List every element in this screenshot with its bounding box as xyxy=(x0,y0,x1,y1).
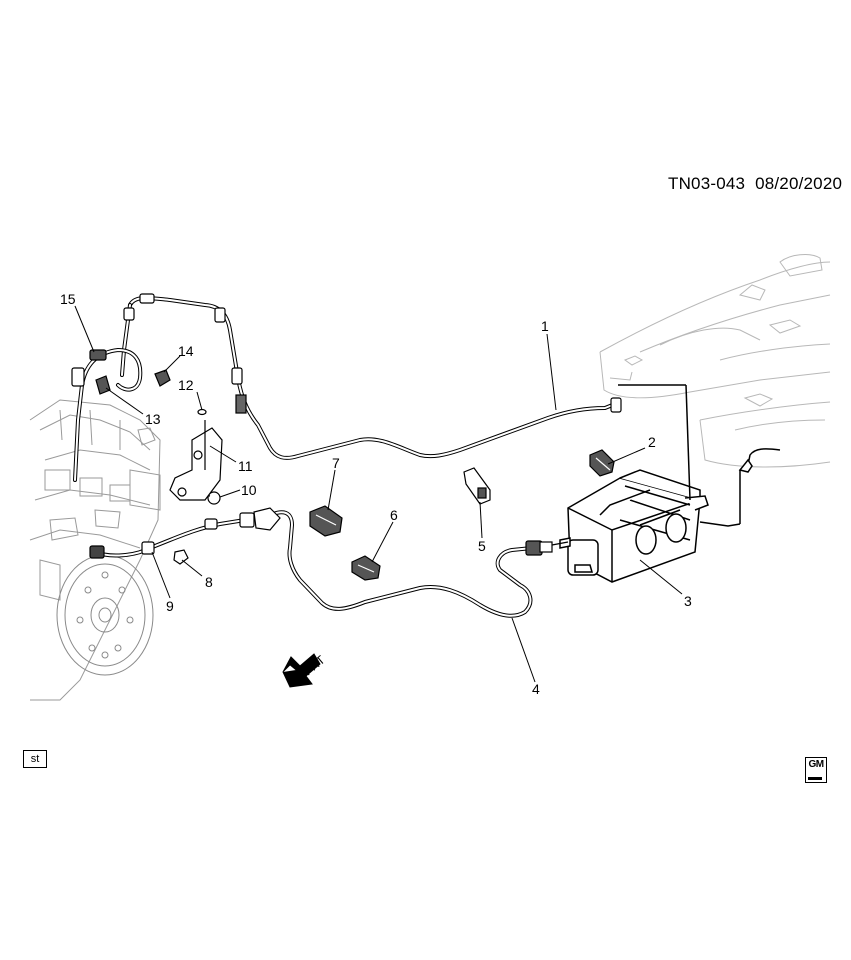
part-6-clip xyxy=(351,555,381,581)
callout-7: 7 xyxy=(332,455,340,471)
part-5-clip xyxy=(463,467,491,505)
callout-5: 5 xyxy=(478,538,486,554)
callout-13: 13 xyxy=(145,411,161,427)
callout-3: 3 xyxy=(684,593,692,609)
engine-assembly xyxy=(29,399,161,701)
diagram-date: 08/20/2020 xyxy=(755,174,843,193)
callout-12: 12 xyxy=(178,377,194,393)
callout-labels: 1 2 3 4 5 6 7 8 9 10 11 12 13 14 15 xyxy=(60,291,692,697)
gm-logo: GM xyxy=(805,757,827,783)
callout-2: 2 xyxy=(648,434,656,450)
hose-9 xyxy=(93,518,247,558)
flywheel xyxy=(56,554,154,676)
callout-10: 10 xyxy=(241,482,257,498)
callout-9: 9 xyxy=(166,598,174,614)
part-14-clip xyxy=(154,369,171,387)
canister-pipe-4 xyxy=(260,510,534,618)
fuel-tank xyxy=(599,254,831,468)
callout-4: 4 xyxy=(532,681,540,697)
callout-1: 1 xyxy=(541,318,549,334)
callout-6: 6 xyxy=(390,507,398,523)
evap-canister-3 xyxy=(559,469,741,583)
part-11-bracket xyxy=(169,420,223,501)
callout-11: 11 xyxy=(238,458,253,474)
callout-14: 14 xyxy=(178,343,194,359)
part-12-seal xyxy=(197,408,207,416)
callout-8: 8 xyxy=(205,574,213,590)
front-direction-arrow: FRT xyxy=(282,652,328,688)
footer-tag: st xyxy=(23,750,47,768)
gm-logo-underline xyxy=(808,777,822,780)
gm-logo-text: GM xyxy=(808,759,824,770)
part-7-clip xyxy=(309,505,343,537)
leader-lines xyxy=(74,305,683,683)
part-8-nut xyxy=(173,549,189,565)
part-2-clip xyxy=(589,449,615,477)
diagram-code: TN03-043 xyxy=(668,174,746,193)
diagram-code-date: TN03-043 08/20/2020 xyxy=(668,174,842,194)
part-13-clip xyxy=(95,375,111,395)
callout-15: 15 xyxy=(60,291,76,307)
